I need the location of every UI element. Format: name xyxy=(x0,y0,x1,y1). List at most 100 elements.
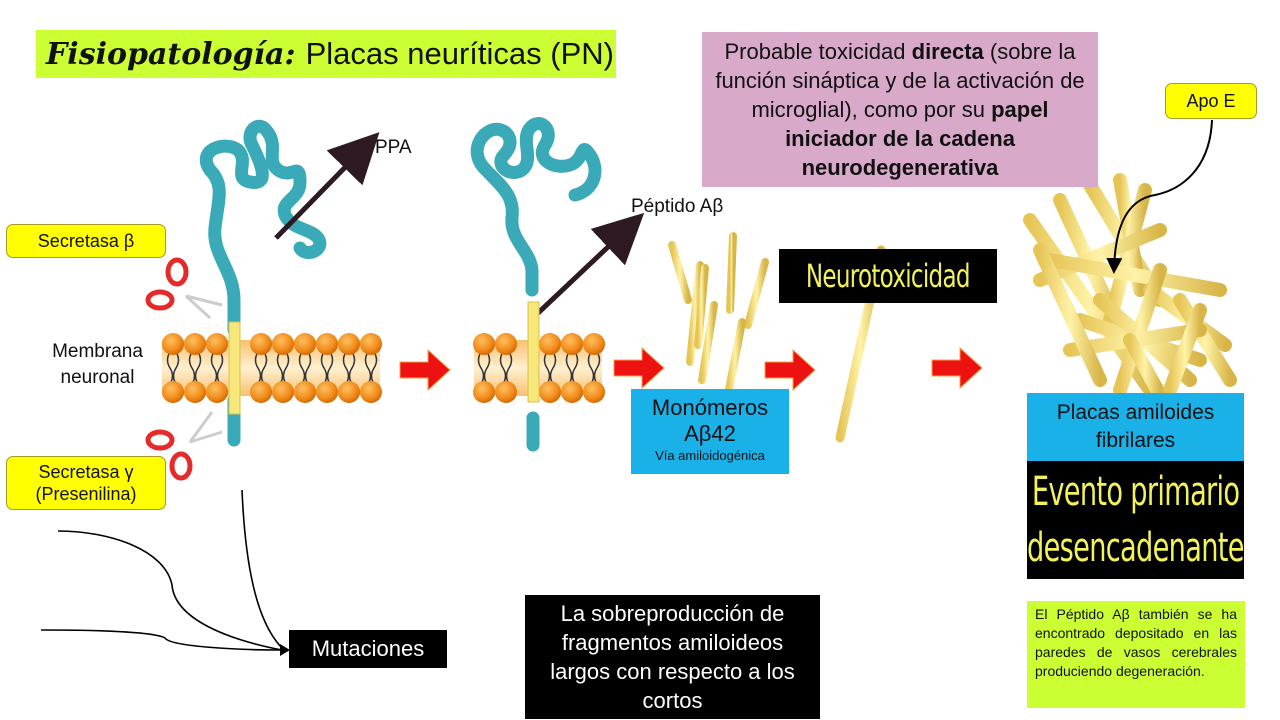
peptide-label: Péptido Aβ xyxy=(631,196,724,217)
neurotoxicity-text: Neurotoxicidad xyxy=(806,257,971,295)
lipid-tail xyxy=(298,351,312,385)
lipid-head xyxy=(250,333,272,355)
page-title: Fisiopatología: Placas neuríticas (PN) xyxy=(36,30,616,78)
peptide-pointer-arrow xyxy=(535,212,645,316)
lipid-head xyxy=(206,381,228,403)
plaque-fibril xyxy=(1173,293,1237,387)
amyloid-plaques-line2: fibrilares xyxy=(1095,429,1176,452)
secretasa-gamma-line1: Secretasa γ xyxy=(38,462,134,482)
lipid-head xyxy=(360,381,382,403)
lipid-tail xyxy=(543,351,557,385)
primary-event-line2: desencadenante xyxy=(1027,525,1244,571)
lipid-head xyxy=(294,381,316,403)
amyloid-plaques-line1: Placas amiloides xyxy=(1056,401,1215,424)
lipid-head xyxy=(338,381,360,403)
lipid-head xyxy=(206,333,228,355)
lipid-tail xyxy=(188,351,202,385)
lipid-tail xyxy=(477,351,491,385)
lipid-head xyxy=(539,381,561,403)
monomers-pathway: Vía amiloidogénica xyxy=(655,448,765,463)
lipid-head xyxy=(539,333,561,355)
lipid-head xyxy=(272,333,294,355)
lipid-head xyxy=(360,333,382,355)
lipid-head xyxy=(583,333,605,355)
plaque-fibril xyxy=(1043,253,1227,297)
lipid-head xyxy=(473,333,495,355)
plaque-fibril xyxy=(1033,243,1107,387)
lipid-heads xyxy=(162,333,605,403)
lipid-head xyxy=(473,381,495,403)
membrane-label-line2: neuronal xyxy=(60,367,135,388)
ab-monomer xyxy=(698,301,718,384)
monomers-title: Monómeros xyxy=(651,395,769,420)
ab-monomer xyxy=(694,264,709,349)
primary-event-box: Evento primario desencadenante xyxy=(1027,461,1245,579)
scissors-icon-gamma xyxy=(145,411,223,481)
ppa-label: PPA xyxy=(375,137,412,158)
red-flow-arrow xyxy=(399,348,451,392)
lipid-head xyxy=(184,333,206,355)
lipid-head xyxy=(272,381,294,403)
toxicity-text-bold-direct: directa xyxy=(911,39,984,64)
lipid-head xyxy=(495,333,517,355)
plaque-fibril xyxy=(1033,223,1167,287)
overproduction-box: La sobreproducción de fragmentos amiloid… xyxy=(525,595,820,719)
lipid-tail xyxy=(587,351,601,385)
mutation-arrowhead xyxy=(280,644,290,656)
amyloid-plaques-box: Placas amiloides fibrilares xyxy=(1027,393,1244,461)
plaque-fibril xyxy=(1113,263,1167,397)
mutations-box: Mutaciones xyxy=(289,630,447,668)
lipid-head xyxy=(162,333,184,355)
toxicity-note: Probable toxicidad directa (sobre la fun… xyxy=(702,32,1098,187)
secretasa-gamma-line2: (Presenilina) xyxy=(35,484,137,504)
primary-event-line1: Evento primario xyxy=(1031,469,1240,515)
ab-monomer xyxy=(744,258,769,329)
plaque-fibril xyxy=(1103,183,1152,327)
lipid-head xyxy=(294,333,316,355)
lipid-tail xyxy=(254,351,268,385)
title-plain-part: Placas neuríticas (PN) xyxy=(305,36,614,71)
ab-segment-left xyxy=(228,321,241,415)
title-script-part: Fisiopatología: xyxy=(46,36,296,72)
lipid-head xyxy=(583,381,605,403)
plaque-fibril xyxy=(1163,303,1207,397)
lipid-tail xyxy=(565,351,579,385)
ab-peptide-membrane xyxy=(527,301,540,403)
lipid-head xyxy=(316,381,338,403)
membrane-label-line1: Membrana xyxy=(52,341,143,362)
mutation-connectors xyxy=(40,489,283,651)
apoe-pointer-arrow xyxy=(1106,119,1213,274)
monomers-box: Monómeros Aβ42 Vía amiloidogénica xyxy=(631,389,789,474)
lipid-tail xyxy=(276,351,290,385)
lipid-tail xyxy=(166,351,180,385)
neurotoxicity-box: Neurotoxicidad xyxy=(779,249,997,303)
toxicity-text-a: Probable toxicidad xyxy=(724,39,912,64)
lipid-head xyxy=(184,381,206,403)
ab-monomer xyxy=(668,241,692,304)
lipid-tail xyxy=(320,351,334,385)
amyloid-plaque-fibrils xyxy=(1023,173,1237,402)
secretasa-beta-label: Secretasa β xyxy=(6,224,166,258)
lipid-tail xyxy=(499,351,513,385)
lipid-head xyxy=(316,333,338,355)
red-flow-arrow xyxy=(613,346,665,390)
vascular-deposit-note: El Péptido Aβ también se ha encontrado d… xyxy=(1027,601,1245,708)
plaque-fibril xyxy=(1123,333,1167,402)
toxicity-text-bold-tail: papel iniciador de la cadena neurodegene… xyxy=(785,97,1049,180)
secretasa-gamma-label: Secretasa γ (Presenilina) xyxy=(6,456,166,510)
lipid-tail xyxy=(364,351,378,385)
lipid-tail xyxy=(210,351,224,385)
lipid-head xyxy=(162,381,184,403)
ab-monomers xyxy=(668,232,769,399)
ab-monomer xyxy=(686,261,704,366)
red-flow-arrow xyxy=(931,346,983,390)
ab-monomer xyxy=(726,232,737,314)
lipid-head xyxy=(250,381,272,403)
overproduction-text: La sobreproducción de fragmentos amiloid… xyxy=(550,601,795,713)
apoe-label: Apo E xyxy=(1165,83,1257,119)
lipid-head xyxy=(495,381,517,403)
lipid-head xyxy=(561,381,583,403)
lipid-tail xyxy=(342,351,356,385)
ppa-pointer-arrow xyxy=(274,132,380,240)
